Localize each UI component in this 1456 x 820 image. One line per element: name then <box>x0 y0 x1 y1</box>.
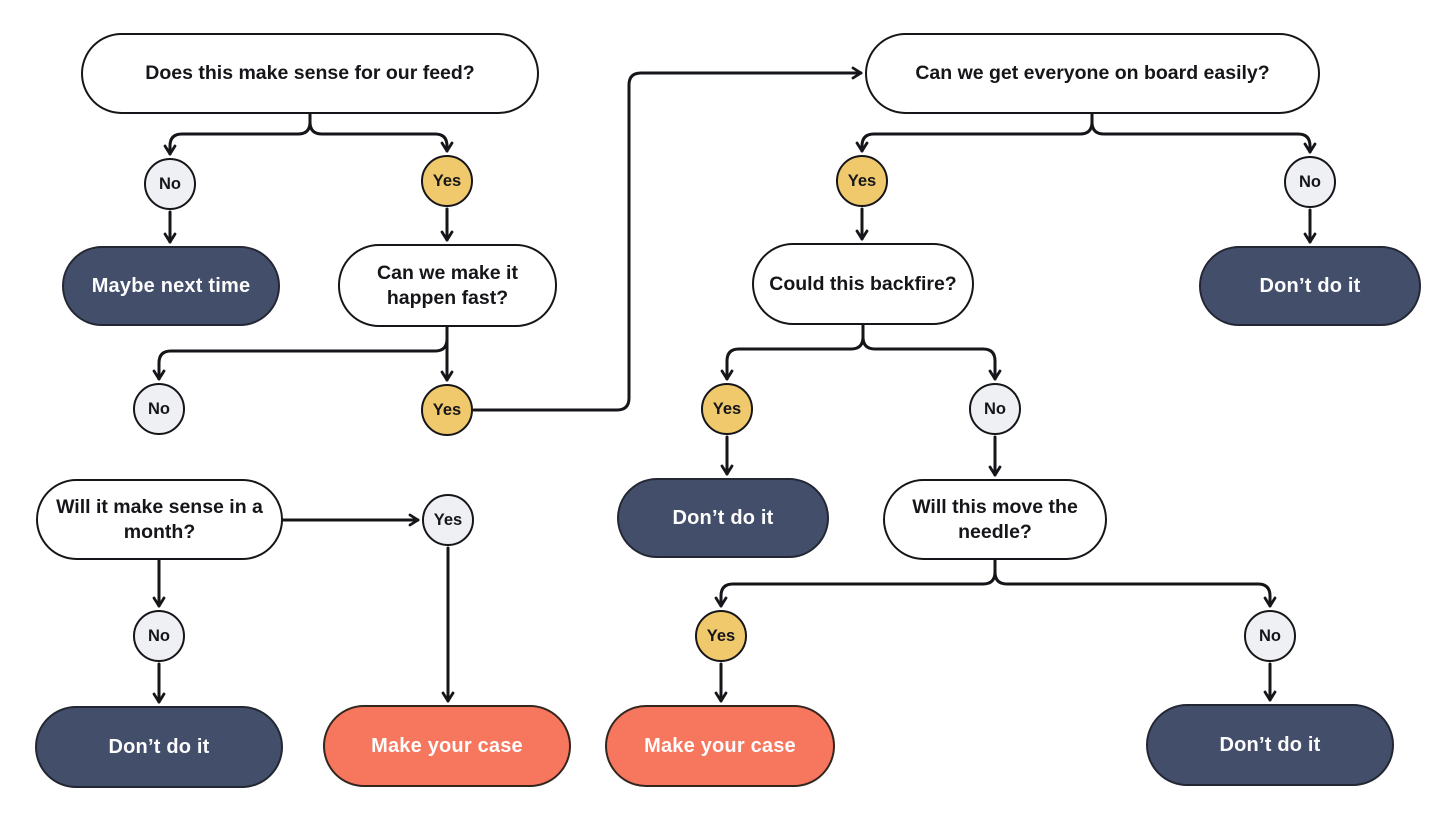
answer-yes-month: Yes <box>422 494 474 546</box>
answer-yes-needle: Yes <box>695 610 747 662</box>
outcome-dont-do-it-needle: Don’t do it <box>1146 704 1394 786</box>
question-month: Will it make sense in a month? <box>36 479 283 560</box>
answer-no-fast: No <box>133 383 185 435</box>
question-board: Can we get everyone on board easily? <box>865 33 1320 114</box>
answer-yes-feed: Yes <box>421 155 473 207</box>
question-feed: Does this make sense for our feed? <box>81 33 539 114</box>
answer-no-board: No <box>1284 156 1336 208</box>
answer-no-needle: No <box>1244 610 1296 662</box>
outcome-dont-do-it-month: Don’t do it <box>35 706 283 788</box>
question-backfire: Could this backfire? <box>752 243 974 325</box>
outcome-dont-do-it-board: Don’t do it <box>1199 246 1421 326</box>
answer-no-feed: No <box>144 158 196 210</box>
outcome-dont-do-it-backfire: Don’t do it <box>617 478 829 558</box>
question-needle: Will this move the needle? <box>883 479 1107 560</box>
outcome-maybe-next-time: Maybe next time <box>62 246 280 326</box>
answer-no-month: No <box>133 610 185 662</box>
answer-yes-backfire: Yes <box>701 383 753 435</box>
outcome-make-your-case-needle: Make your case <box>605 705 835 787</box>
answer-no-backfire: No <box>969 383 1021 435</box>
answer-yes-fast: Yes <box>421 384 473 436</box>
outcome-make-your-case-month: Make your case <box>323 705 571 787</box>
answer-yes-board: Yes <box>836 155 888 207</box>
question-fast: Can we make it happen fast? <box>338 244 557 327</box>
